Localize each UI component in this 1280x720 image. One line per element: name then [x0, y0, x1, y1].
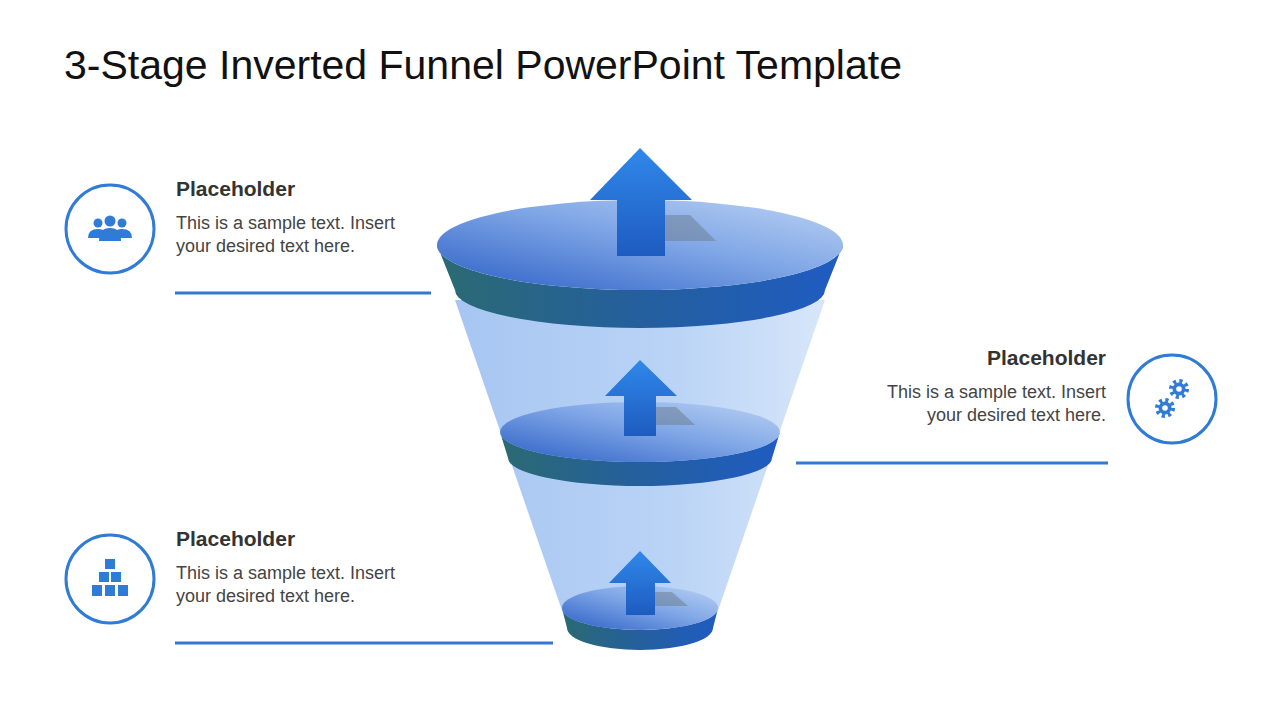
icon-circle [1126, 353, 1218, 445]
icon-text-node: PlaceholderThis is a sample text. Insert… [870, 345, 1220, 457]
icon-part [1162, 405, 1168, 411]
node-heading: Placeholder [176, 526, 426, 552]
icon-part [94, 219, 103, 228]
up-arrow [605, 360, 677, 436]
leader-line [796, 462, 1108, 465]
node-body: This is a sample text. Insert your desir… [176, 212, 426, 258]
node-body: This is a sample text. Insert your desir… [176, 562, 426, 608]
circle-outline [66, 185, 154, 273]
icon-text-node: PlaceholderThis is a sample text. Insert… [60, 176, 420, 288]
up-arrow [609, 551, 671, 615]
gears-icon [1157, 381, 1187, 416]
slide-title: 3-Stage Inverted Funnel PowerPoint Templ… [64, 40, 902, 90]
up-arrow [590, 148, 692, 256]
node-body: This is a sample text. Insert your desir… [856, 381, 1106, 427]
icon-part [118, 585, 128, 596]
icon-part [105, 216, 116, 227]
icon-part [1159, 402, 1172, 415]
text-block: PlaceholderThis is a sample text. Insert… [176, 176, 426, 258]
arrow-shadow [655, 592, 688, 606]
icon-part [99, 572, 109, 582]
icon-part [1171, 381, 1187, 397]
text-block: PlaceholderThis is a sample text. Insert… [856, 345, 1106, 427]
arrow-shadow [665, 215, 716, 241]
icon-part [111, 572, 121, 582]
circle-outline [66, 535, 154, 623]
leader-line [175, 292, 431, 295]
icon-part [118, 219, 127, 228]
icon-part [88, 229, 106, 238]
icon-circle [64, 183, 156, 275]
icon-part [105, 585, 115, 596]
funnel-body [455, 300, 825, 628]
icon-part [105, 559, 115, 569]
icon-text-node: PlaceholderThis is a sample text. Insert… [60, 526, 420, 638]
boxes-icon [92, 559, 128, 596]
leader-line [175, 642, 553, 645]
icon-circle [64, 533, 156, 625]
arrow-shadow [656, 407, 695, 425]
icon-part [1176, 386, 1182, 392]
icon-part [1173, 383, 1186, 396]
icon-part [114, 229, 132, 238]
node-heading: Placeholder [856, 345, 1106, 371]
icon-part [1157, 400, 1173, 416]
icon-part [92, 585, 102, 596]
icon-part [99, 228, 121, 241]
people-icon [88, 216, 132, 242]
node-heading: Placeholder [176, 176, 426, 202]
text-block: PlaceholderThis is a sample text. Insert… [176, 526, 426, 608]
circle-outline [1128, 355, 1216, 443]
